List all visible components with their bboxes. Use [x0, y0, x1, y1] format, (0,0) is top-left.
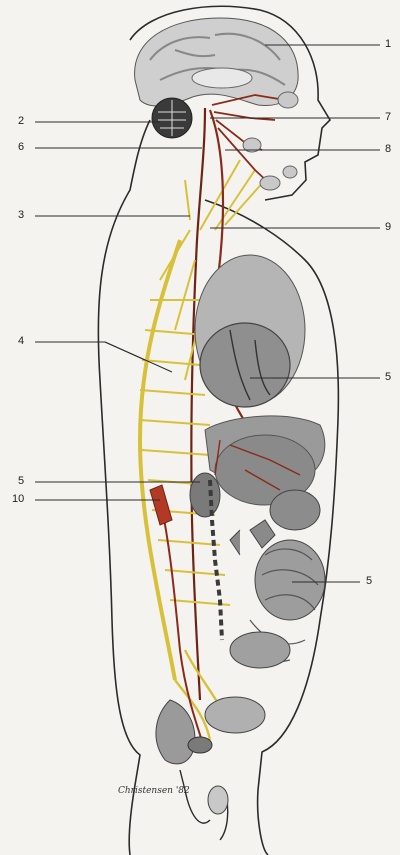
eye	[277, 91, 299, 109]
colon-segment	[229, 519, 276, 556]
label-5-right-upper: 5	[385, 371, 392, 383]
label-9: 9	[385, 221, 392, 233]
label-6: 6	[18, 141, 25, 153]
brain-gyri	[149, 32, 286, 86]
testis	[207, 785, 229, 815]
leader-line-4c	[104, 341, 173, 373]
sacral-parasympathetic	[157, 489, 206, 751]
parotid-gland	[282, 165, 298, 179]
rectum	[155, 699, 196, 765]
sympathetic-trunk	[137, 239, 182, 681]
brain-corpus-callosum	[191, 67, 253, 89]
heart	[199, 322, 291, 408]
label-1: 1	[385, 38, 392, 50]
heart-vessels	[229, 329, 271, 401]
kidney	[189, 472, 221, 518]
lacrimal-gland	[242, 137, 262, 153]
artist-signature: Christensen '82	[118, 786, 190, 796]
stomach	[214, 434, 316, 506]
label-5-right-lower: 5	[366, 575, 373, 587]
colon-descending	[229, 631, 291, 669]
salivary-gland	[259, 175, 281, 191]
pelvic-splanchnic	[149, 484, 173, 526]
label-3: 3	[18, 209, 25, 221]
label-5-left: 5	[18, 475, 25, 487]
prostate	[187, 736, 213, 754]
brain-cerebrum	[134, 17, 299, 107]
small-intestine	[254, 539, 326, 621]
label-7: 7	[385, 111, 392, 123]
label-2: 2	[18, 115, 25, 127]
large-intestine-upper	[269, 489, 321, 531]
intestine-loops	[239, 548, 319, 663]
cerebellum-folia	[158, 100, 186, 136]
spinal-cord	[190, 107, 207, 701]
label-4: 4	[18, 335, 25, 347]
label-10: 10	[12, 493, 25, 505]
body-outline	[97, 5, 340, 855]
aortic-ganglia	[208, 479, 224, 641]
bladder	[204, 696, 266, 734]
stomach-vessels	[214, 439, 301, 491]
label-8: 8	[385, 143, 392, 155]
